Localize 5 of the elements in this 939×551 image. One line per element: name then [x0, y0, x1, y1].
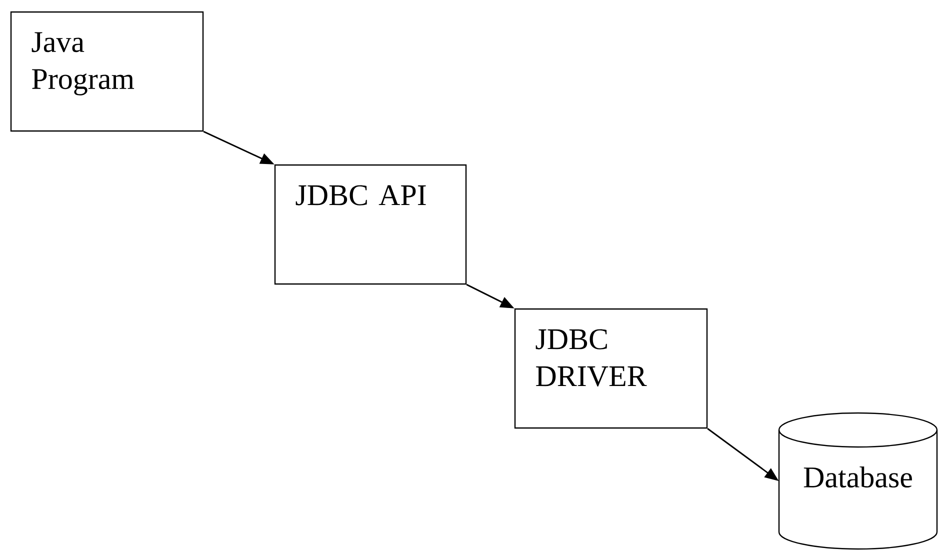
process-box: JDBC API	[274, 164, 467, 285]
process-box: Java Program	[10, 11, 204, 132]
database-cylinder: Database	[778, 412, 938, 550]
process-box: JDBC DRIVER	[514, 308, 708, 429]
node-label: Database	[804, 466, 912, 488]
